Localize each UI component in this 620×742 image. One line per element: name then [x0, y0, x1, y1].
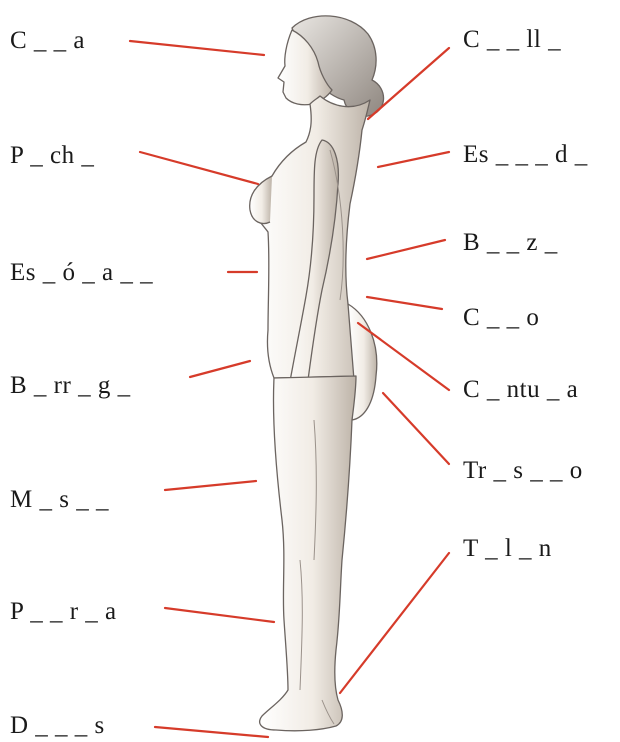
leader-line-brazo	[365, 238, 447, 261]
label-barriga: B _ rr _ g _	[10, 372, 131, 399]
label-dedos: D _ _ _ s	[10, 712, 105, 739]
leader-line-muslo	[163, 479, 258, 492]
leader-line-pecho	[138, 150, 260, 186]
leader-line-cintura	[356, 321, 451, 392]
label-brazo: B _ _ z _	[463, 229, 558, 256]
label-codo: C _ _ o	[463, 304, 540, 331]
leader-line-barriga	[188, 359, 252, 379]
label-cuello: C _ _ ll _	[463, 26, 562, 53]
label-estomago: Es _ ó _ a _ _	[10, 259, 154, 286]
figure	[249, 15, 385, 732]
leader-line-cuello	[366, 46, 451, 121]
legs	[259, 375, 357, 732]
leader-line-pierna	[163, 606, 276, 624]
label-cara: C _ _ a	[10, 27, 86, 54]
label-talon: T _ l _ n	[463, 535, 552, 562]
breast	[249, 175, 273, 225]
leader-line-trasero	[381, 391, 451, 466]
leader-line-dedos	[153, 725, 270, 739]
leader-line-talon	[338, 551, 451, 695]
leader-line-cara	[128, 39, 266, 57]
label-espalda: Es _ _ _ d _	[463, 141, 588, 168]
leader-line-espalda	[376, 150, 451, 169]
label-pecho: P _ ch _	[10, 142, 95, 169]
leader-line-codo	[365, 295, 444, 311]
label-muslo: M _ s _ _	[10, 486, 109, 513]
label-pierna: P _ _ r _ a	[10, 598, 117, 625]
label-cintura: C _ ntu _ a	[463, 376, 579, 403]
label-trasero: Tr _ s _ _ o	[463, 457, 583, 484]
leader-lines	[128, 39, 451, 739]
